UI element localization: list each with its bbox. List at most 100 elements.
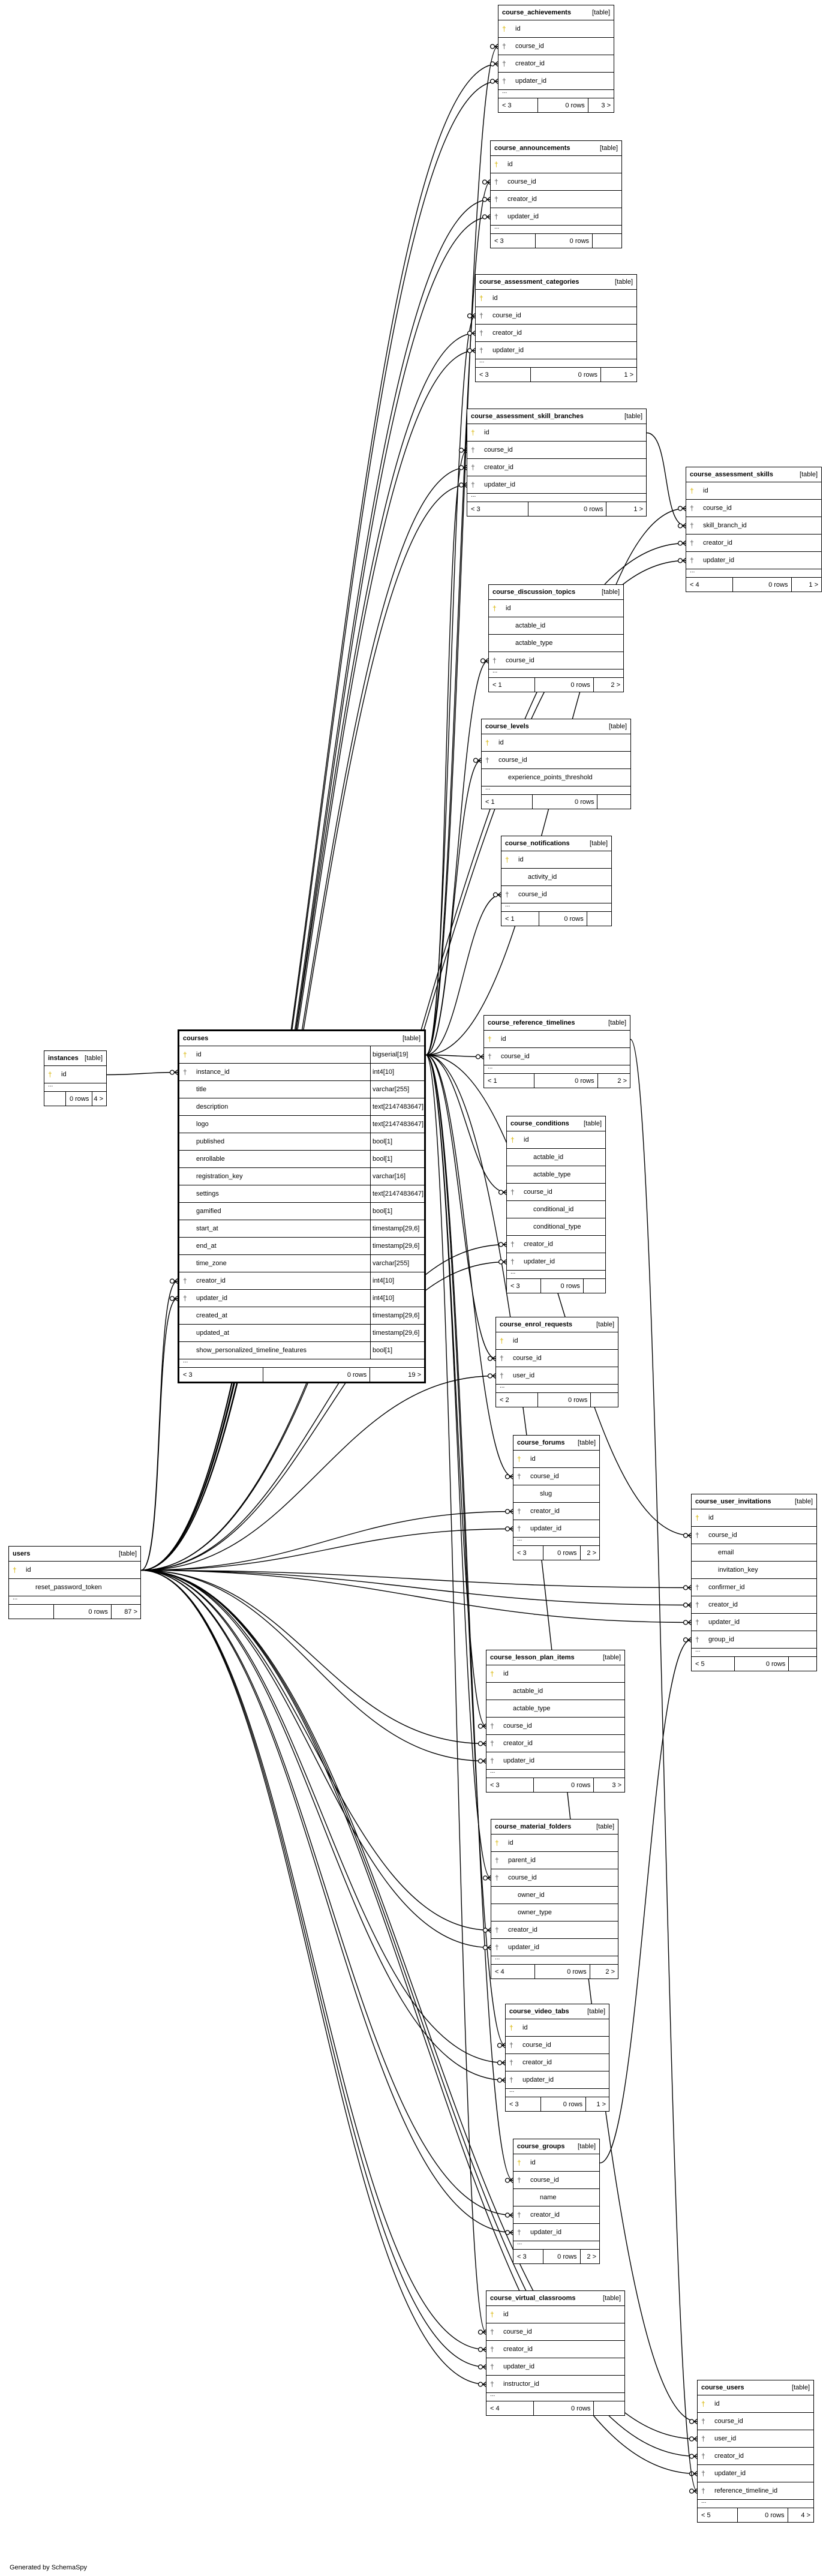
column-row[interactable]: †id [489,600,623,617]
table-course-announcements[interactable]: course_announcements[table]†id†course_id… [490,140,622,248]
column-row[interactable]: †creator_id [498,55,614,73]
footer-parents[interactable]: < 4 [490,2404,500,2412]
table-course-video-tabs[interactable]: course_video_tabs[table]†id†course_id†cr… [505,2004,609,2112]
table-name[interactable]: course_assessment_skills [690,471,773,478]
column-row[interactable]: †course_id [496,1350,618,1367]
table-course-assessment-categories[interactable]: course_assessment_categories[table]†id†c… [475,274,637,382]
footer-children[interactable]: 2 > [611,681,620,689]
column-row[interactable]: †creator_id [686,535,821,552]
footer-parents[interactable]: < 3 [479,371,489,379]
column-row[interactable]: †creator_id [506,2054,609,2071]
footer-children[interactable]: 19 > [408,1371,421,1379]
table-course-reference-timelines[interactable]: course_reference_timelines[table]†id†cou… [483,1015,630,1088]
table-name[interactable]: course_users [701,2384,744,2391]
table-name[interactable]: course_notifications [505,840,570,847]
column-row[interactable]: actable_type [486,1700,624,1718]
column-row[interactable]: reset_password_token [9,1579,140,1596]
column-row[interactable]: †course_id [692,1527,816,1544]
column-row[interactable]: †updater_id [476,342,636,359]
footer-parents[interactable]: < 4 [495,1968,504,1975]
column-row[interactable]: †course_id [686,500,821,517]
footer-children[interactable]: 3 > [612,1781,621,1789]
column-row[interactable]: †reference_timeline_id [698,2482,813,2500]
column-row[interactable]: actable_id [507,1149,605,1166]
footer-parents[interactable]: < 3 [494,237,504,245]
table-course-material-folders[interactable]: course_material_folders[table]†id†parent… [491,1819,618,1979]
column-row[interactable]: actable_id [489,617,623,635]
column-row[interactable]: †course_id [501,886,611,903]
column-row[interactable]: †course_id [484,1048,630,1065]
footer-parents[interactable]: < 3 [502,101,512,109]
column-row[interactable]: †course_id [507,1184,605,1201]
table-name[interactable]: course_enrol_requests [500,1321,573,1328]
column-row[interactable]: conditional_id [507,1201,605,1218]
column-row[interactable]: †creator_id [467,459,646,476]
column-row[interactable]: †updater_id [686,552,821,569]
column-row[interactable]: †id [486,1665,624,1683]
column-row[interactable]: †course_id [482,752,630,769]
footer-parents[interactable]: < 1 [488,1077,497,1085]
footer-children[interactable]: 1 > [624,371,633,379]
column-row[interactable]: †id [491,1835,618,1852]
footer-parents[interactable]: < 3 [510,1282,520,1290]
footer-children[interactable] [587,912,611,926]
column-row[interactable]: †course_id [476,307,636,325]
column-row[interactable]: †id [491,156,621,173]
footer-children[interactable] [597,795,630,809]
footer-children[interactable]: 1 > [633,505,643,513]
column-row[interactable]: †updater_id [491,1939,618,1956]
column-row[interactable]: †creator_id [513,2206,599,2224]
column-row[interactable]: †id [484,1031,630,1048]
column-row[interactable]: †course_id [486,2323,624,2341]
column-row[interactable]: †user_id [496,1367,618,1385]
column-row[interactable]: †id [476,290,636,307]
table-course-virtual-classrooms[interactable]: course_virtual_classrooms[table]†id†cour… [486,2290,625,2416]
footer-parents[interactable]: < 5 [695,1660,705,1668]
column-row[interactable]: †parent_id [491,1852,618,1869]
column-row[interactable]: †updater_id [486,1752,624,1770]
column-row[interactable]: †course_id [698,2413,813,2430]
table-name[interactable]: course_user_invitations [695,1498,771,1505]
column-row[interactable]: †updater_id [486,2358,624,2376]
footer-children[interactable] [584,1279,605,1293]
footer-children[interactable] [593,234,621,248]
column-row[interactable]: †skill_branch_id [686,517,821,535]
column-row[interactable]: †creator_id [476,325,636,342]
footer-parents[interactable]: < 3 [517,1549,527,1557]
footer-children[interactable]: 2 > [605,1968,615,1975]
footer-parents[interactable] [44,1092,65,1106]
table-course-achievements[interactable]: course_achievements[table]†id†course_id†… [498,5,614,113]
table-name[interactable]: course_video_tabs [509,2008,569,2015]
column-row[interactable]: †creator_id [491,191,621,208]
column-row[interactable]: †id [698,2395,813,2413]
table-course-users[interactable]: course_users[table]†id†course_id†user_id… [697,2380,814,2523]
column-row[interactable]: †instructor_id [486,2376,624,2393]
footer-children[interactable] [591,1393,618,1407]
table-name[interactable]: course_assessment_categories [479,278,579,286]
column-row[interactable]: †id [686,482,821,500]
footer-children[interactable]: 87 > [124,1608,137,1616]
column-row[interactable]: actable_type [507,1166,605,1184]
column-row[interactable]: †id [513,1451,599,1468]
table-name[interactable]: course_achievements [502,9,571,16]
footer-parents[interactable]: < 3 [490,1781,500,1789]
footer-children[interactable]: 1 > [809,581,818,589]
column-row[interactable]: †creator_id [698,2448,813,2465]
column-row[interactable]: invitation_key [692,1562,816,1579]
column-row[interactable]: †course_id [506,2037,609,2054]
